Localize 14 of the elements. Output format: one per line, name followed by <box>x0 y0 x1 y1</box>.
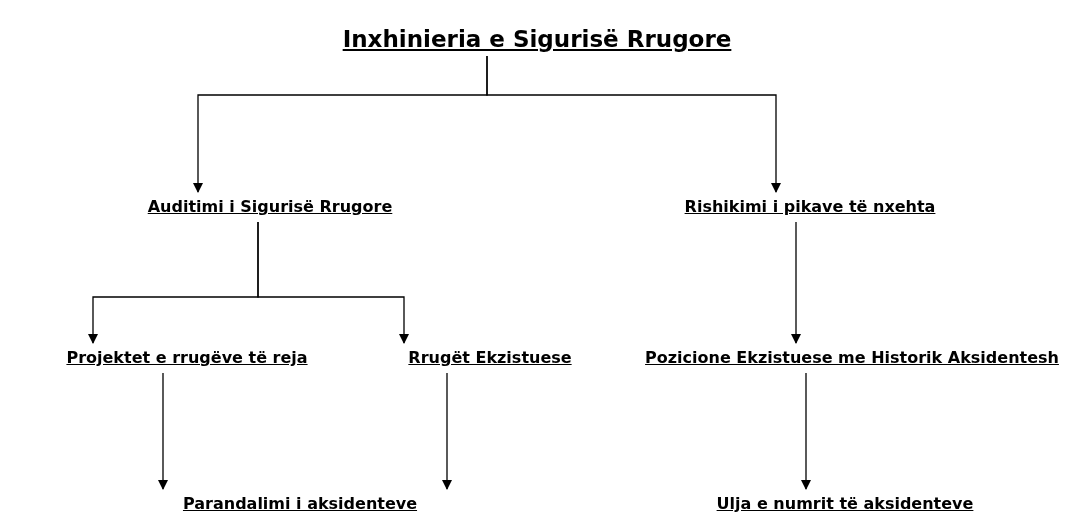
node-label: Rishikimi i pikave të nxehta <box>684 197 936 216</box>
node-label: Pozicione Ekzistuese me Historik Aksidentesh <box>645 348 1059 367</box>
node-label: Parandalimi i aksidenteve <box>182 494 418 513</box>
heading-text: Inxhinieria e Sigurisë Rrugore <box>342 26 732 52</box>
arrow <box>791 221 801 344</box>
arrow <box>486 55 781 193</box>
arrow <box>801 372 811 490</box>
node-label: Projektet e rrugëve të reja <box>66 348 308 367</box>
arrow <box>442 372 452 490</box>
node-label: Ulja e numrit të aksidenteve <box>716 494 974 513</box>
arrow <box>158 372 168 490</box>
arrow <box>257 221 409 344</box>
node-label: Auditimi i Sigurisë Rrugore <box>147 197 393 216</box>
node-label: Rrugët Ekzistuese <box>408 348 572 367</box>
